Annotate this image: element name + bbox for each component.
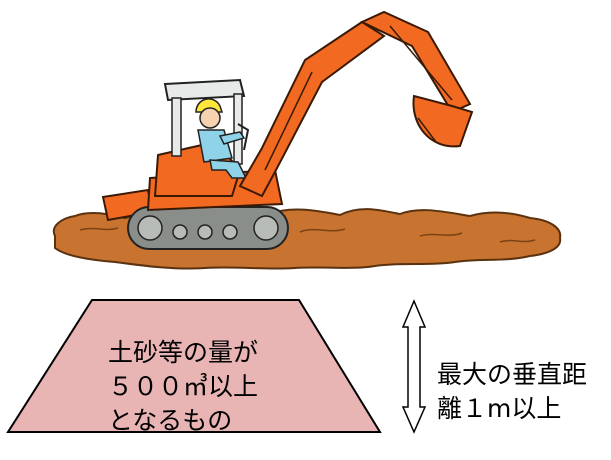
mound-label-line2: ５００㎥以上 [108, 372, 259, 401]
excavator-bucket [412, 94, 474, 148]
excavator [101, 10, 474, 250]
soil-mound [6, 299, 382, 433]
mound-label-line1: 土砂等の量が [108, 338, 259, 367]
height-label-line1: 最大の垂直距 [437, 360, 588, 389]
height-label-line2: 離１m以上 [437, 394, 562, 423]
mound-label: 土砂等の量が ５００㎥以上 となるもの [108, 336, 258, 438]
vertical-height-arrow [401, 299, 427, 434]
mound-label-line3: となるもの [108, 406, 233, 435]
height-label: 最大の垂直距 離１m以上 [437, 358, 587, 426]
worker [195, 98, 250, 179]
